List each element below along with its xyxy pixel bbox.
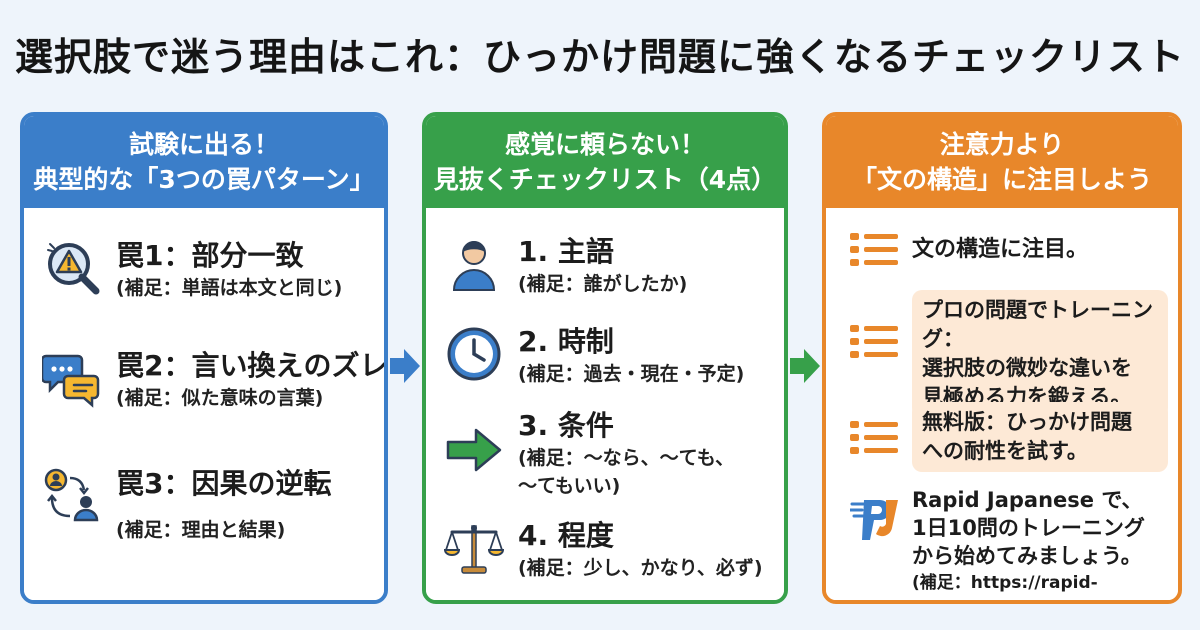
panel-body: 罠1：部分一致 (補足：単語は本文と同じ) 罠2：言い換えのズレ (補足：似た意… — [24, 208, 388, 600]
note-line1: 無料版：ひっかけ問題 — [922, 410, 1132, 434]
note-line2: への耐性を試す。 — [922, 439, 1088, 463]
note-line1: プロの問題でトレーニング： — [922, 298, 1153, 351]
rapid-japanese-logo-icon — [850, 500, 898, 540]
item-note-cont: 〜てもいい) — [518, 475, 621, 497]
panel-header-line1: 注意力より — [939, 130, 1065, 159]
panel-body: 文の構造に注目。 プロの問題でトレーニング： 選択肢の微妙な違いを 見極める力を… — [826, 208, 1178, 600]
arrow-right-icon — [446, 428, 502, 472]
trap-patterns-panel: 試験に出る！ 典型的な「3つの罠パターン」 罠1：部分一致 (補足：単語は本文と… — [20, 112, 388, 604]
promo-block: Rapid Japanese で、 1日10問のトレーニング から始めてみましょ… — [840, 486, 1168, 600]
item-title: 1. 主語 — [518, 235, 614, 268]
promo-line3: から始めてみましょう。 — [912, 544, 1142, 568]
panel-header-line2: 見抜くチェックリスト（4点） — [433, 165, 777, 194]
item-title: 3. 条件 — [518, 409, 614, 442]
note-box: 無料版：ひっかけ問題 への耐性を試す。 — [912, 402, 1168, 472]
item-title: 罠3：因果の逆転 — [116, 467, 332, 500]
item-note: (補足：理由と結果) — [116, 519, 286, 541]
arrow-right-icon — [790, 349, 820, 383]
item-note: (補足：似た意味の言葉) — [116, 387, 324, 409]
item-note: (補足：少し、かなり、必ず) — [518, 557, 763, 579]
item-title: 2. 時制 — [518, 325, 614, 358]
item-note: (補足：単語は本文と同じ) — [116, 277, 343, 299]
note-box: プロの問題でトレーニング： 選択肢の微妙な違いを 見極める力を鍛える。 — [912, 290, 1168, 418]
balance-scale-icon — [444, 525, 504, 574]
panel-body: 1. 主語 (補足：誰がしたか) 2. 時制 (補足：過去・現在・予定) 3. … — [426, 208, 784, 600]
note-line2: 選択肢の微妙な違いを — [922, 356, 1132, 380]
row-text: 文の構造に注目。 — [912, 237, 1089, 262]
list-icon — [850, 421, 898, 454]
promo-line1: Rapid Japanese で、 — [912, 488, 1143, 512]
item-note: (補足：過去・現在・予定) — [518, 363, 745, 385]
list-item: 文の構造に注目。 — [840, 226, 1168, 272]
speech-bubbles-icon — [42, 354, 100, 408]
promo-line2: 1日10問のトレーニング — [912, 516, 1145, 540]
item-note: (補足：誰がしたか) — [518, 273, 688, 295]
warning-magnifier-icon — [47, 243, 100, 295]
panel-header: 試験に出る！ 典型的な「3つの罠パターン」 — [24, 116, 384, 208]
promo-url: (補足：https://rapid-jt.com/) — [912, 573, 1098, 600]
item-title: 罠2：言い換えのズレ — [116, 349, 388, 382]
arrow-right-icon — [390, 349, 420, 383]
panel-header: 感覚に頼らない！ 見抜くチェックリスト（4点） — [426, 116, 784, 208]
panel-header-line2: 「文の構造」に注目しよう — [851, 165, 1152, 194]
page-title: 選択肢で迷う理由はこれ：ひっかけ問題に強くなるチェックリスト — [14, 35, 1185, 79]
item-note: (補足：〜なら、〜ても、 — [518, 447, 735, 469]
panel-header-line2: 典型的な「3つの罠パターン」 — [33, 165, 375, 194]
list-item: 無料版：ひっかけ問題 への耐性を試す。 — [840, 402, 1168, 476]
promo-text: Rapid Japanese で、 1日10問のトレーニング から始めてみましょ… — [912, 486, 1168, 600]
item-title: 罠1：部分一致 — [116, 239, 304, 272]
cause-effect-icon — [44, 468, 99, 522]
list-item: プロの問題でトレーニング： 選択肢の微妙な違いを 見極める力を鍛える。 — [840, 290, 1168, 418]
structure-panel: 注意力より 「文の構造」に注目しよう 文の構造に注目。 プロの問題でトレーニング… — [822, 112, 1182, 604]
list-icon — [850, 325, 898, 358]
checklist-panel: 感覚に頼らない！ 見抜くチェックリスト（4点） 1. 主語 (補足：誰がしたか)… — [422, 112, 788, 604]
list-icon — [850, 233, 898, 266]
panel-header: 注意力より 「文の構造」に注目しよう — [826, 116, 1178, 208]
item-title: 4. 程度 — [518, 519, 614, 552]
person-icon — [452, 241, 496, 291]
panel-header-line1: 感覚に頼らない！ — [504, 130, 705, 159]
clock-icon — [447, 327, 501, 381]
panel-header-line1: 試験に出る！ — [128, 130, 279, 159]
